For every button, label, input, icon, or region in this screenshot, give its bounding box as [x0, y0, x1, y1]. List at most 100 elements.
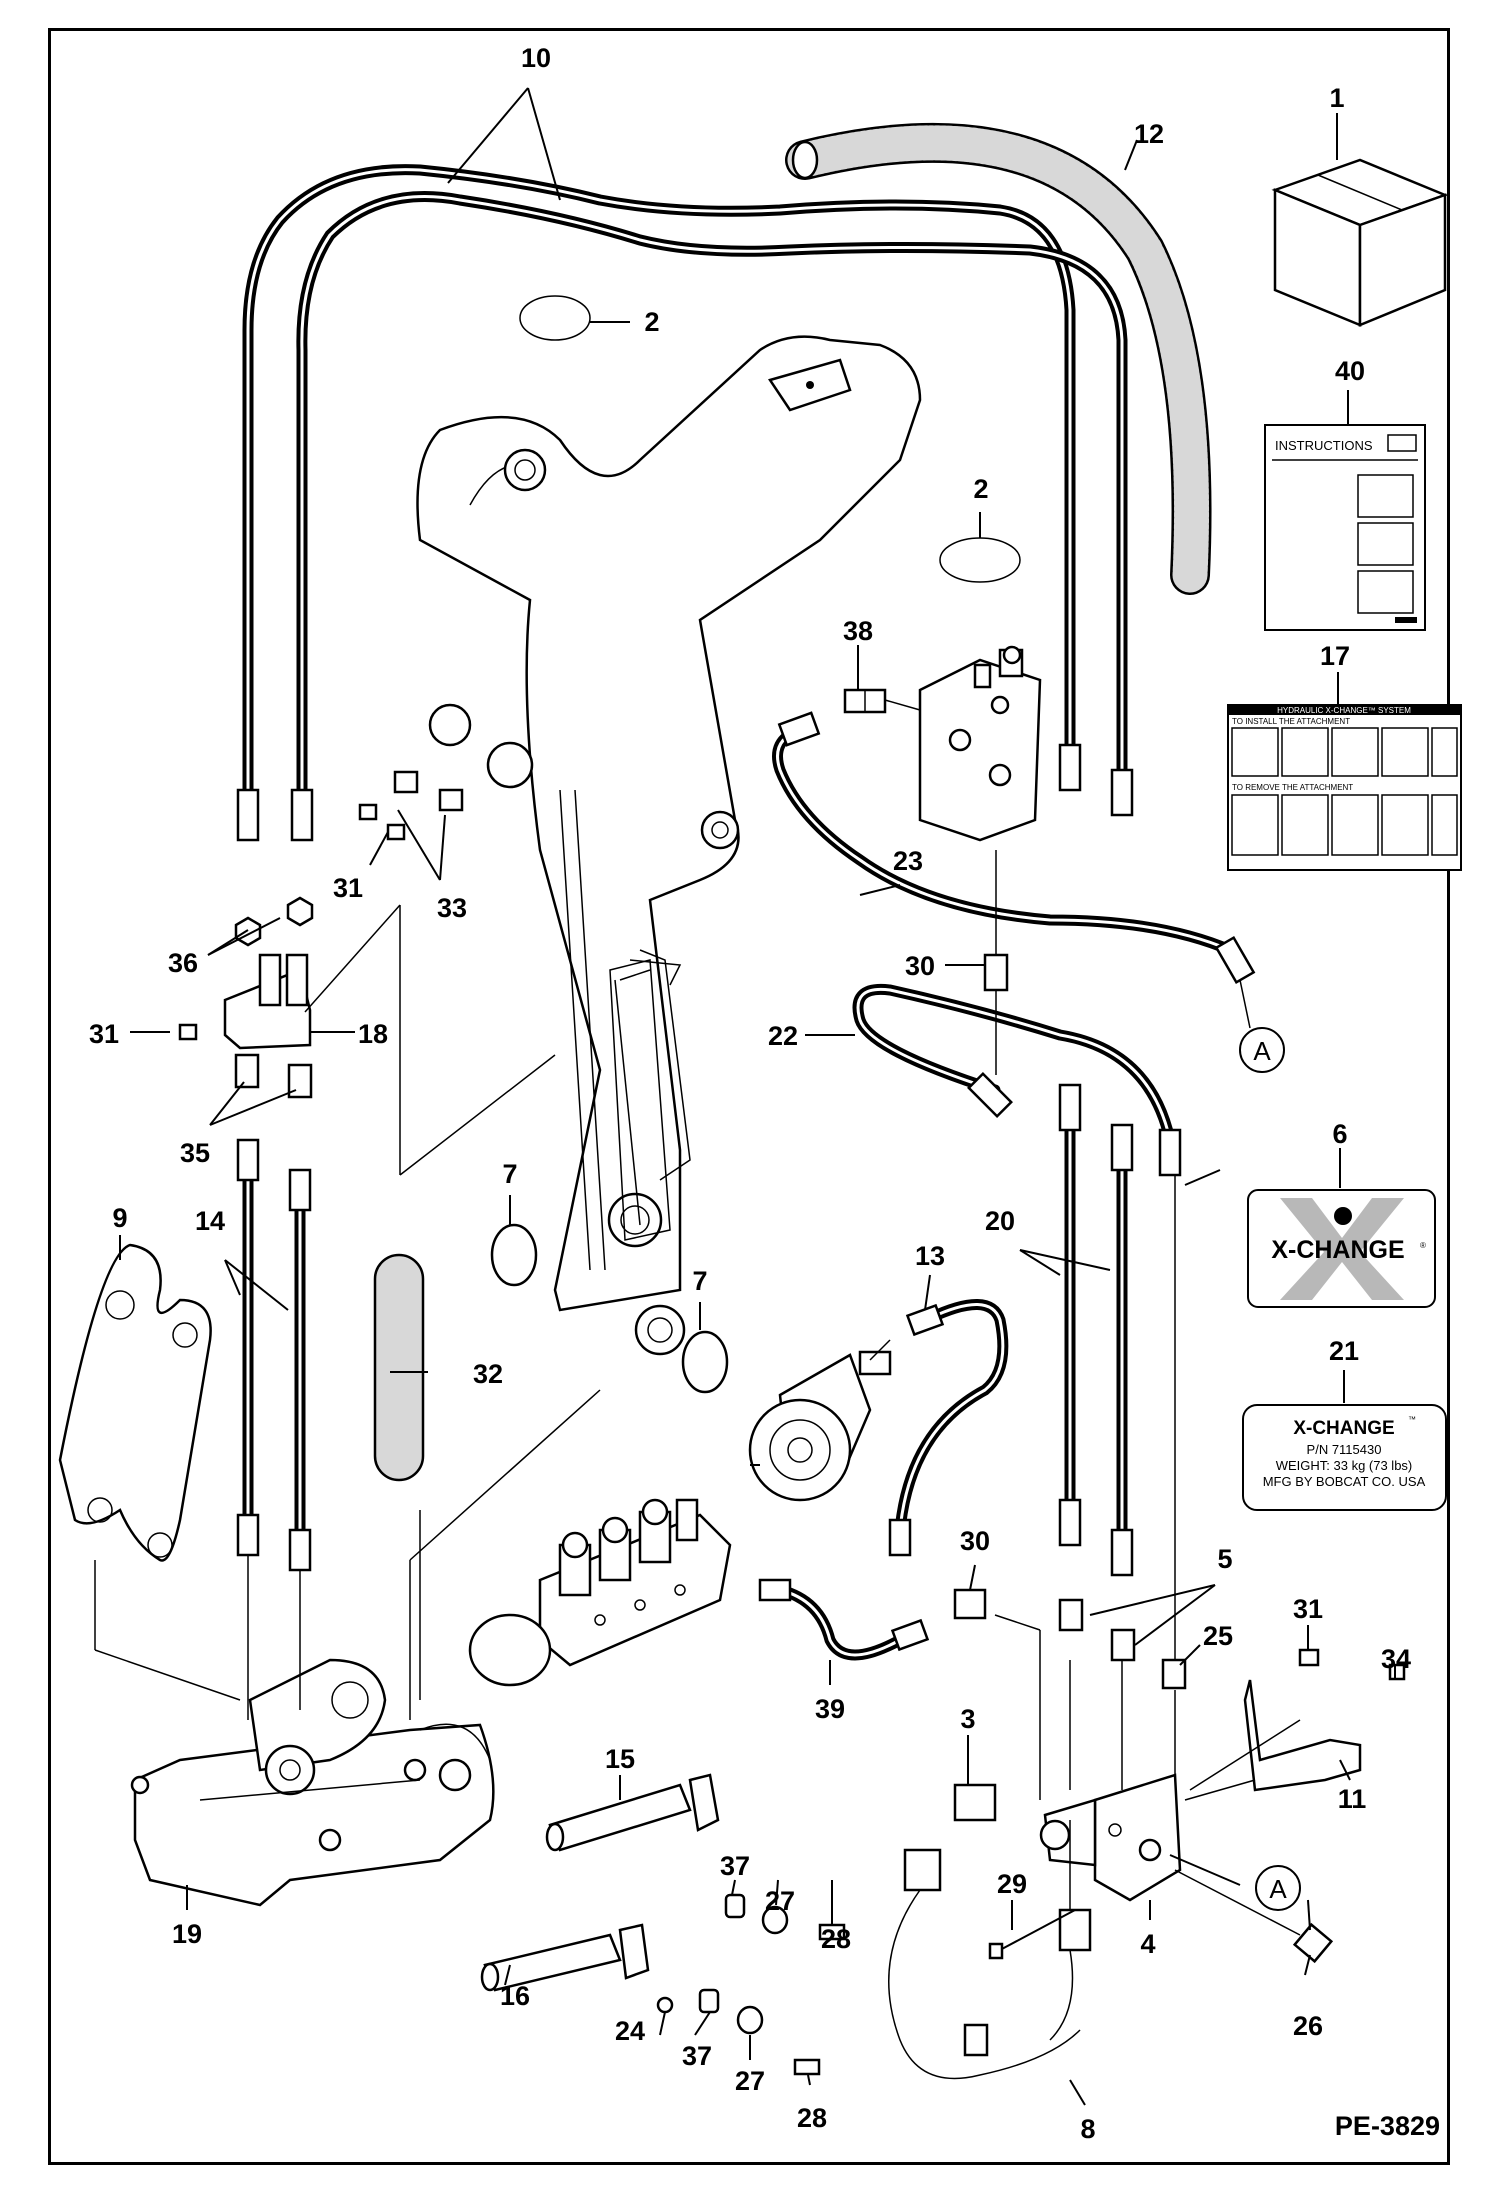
callout-27-upper: 27 — [765, 1886, 795, 1916]
callout-39: 39 — [815, 1694, 845, 1724]
callout-21: 21 — [1329, 1336, 1359, 1366]
callout-37-lower: 37 — [682, 2041, 712, 2071]
callout-25: 25 — [1203, 1621, 1233, 1651]
decal-install-heading: TO INSTALL THE ATTACHMENT — [1232, 717, 1350, 726]
callout-4: 4 — [1140, 1929, 1155, 1959]
hose-23 — [772, 711, 1256, 985]
callout-27-lower: 27 — [735, 2066, 765, 2096]
instructions-title: INSTRUCTIONS — [1275, 438, 1373, 453]
nameplate-tm: ™ — [1408, 1415, 1416, 1424]
solenoid-manifold — [468, 1498, 732, 1687]
sleeve-32 — [373, 1253, 425, 1482]
callout-18: 18 — [358, 1019, 388, 1049]
diverter-valve-4 — [1039, 1773, 1182, 1902]
pins-15-16 — [480, 1773, 846, 2076]
nameplate-manufacturer: MFG BY BOBCAT CO. USA — [1263, 1474, 1426, 1489]
nameplate: X-CHANGE ™ P/N 7115430 WEIGHT: 33 kg (73… — [1242, 1404, 1447, 1511]
hydraulic-motor-13 — [748, 1350, 892, 1502]
callout-6: 6 — [1332, 1119, 1347, 1149]
callout-26: 26 — [1293, 2011, 1323, 2041]
callout-37-upper: 37 — [720, 1851, 750, 1881]
callout-2-lower: 2 — [973, 474, 988, 504]
instructions-card: INSTRUCTIONS — [1264, 424, 1426, 631]
callout-34: 34 — [1381, 1644, 1411, 1674]
callout-23: 23 — [893, 846, 923, 876]
diagram-code: PE-3829 — [1335, 2111, 1440, 2141]
callout-22: 22 — [768, 1021, 798, 1051]
callout-35: 35 — [180, 1138, 210, 1168]
o-rings-7 — [490, 1223, 729, 1394]
wiring-harness-8 — [888, 1783, 1092, 2080]
callout-31-c: 31 — [1293, 1594, 1323, 1624]
callout-7-left: 7 — [502, 1159, 517, 1189]
coupler-19 — [130, 1658, 495, 1907]
leader-lines — [94, 87, 1396, 2106]
bracket-11 — [1243, 1648, 1406, 1792]
xchange-decal: X-CHANGE ® — [1247, 1189, 1436, 1308]
callout-1: 1 — [1329, 83, 1344, 113]
callout-40: 40 — [1335, 356, 1365, 386]
diagram-border — [48, 28, 1450, 2165]
diverter-valve-upper — [918, 645, 1042, 842]
callout-38: 38 — [843, 616, 873, 646]
callout-numbers: 10 12 1 2 40 2 38 17 23 31 33 36 30 31 1… — [89, 43, 1411, 2144]
callout-17: 17 — [1320, 641, 1350, 671]
system-decal: HYDRAULIC X-CHANGE™ SYSTEM TO INSTALL TH… — [1227, 704, 1462, 871]
callout-16: 16 — [500, 1981, 530, 2011]
hose-39 — [758, 1578, 930, 1661]
adapters-5 — [1058, 1598, 1187, 1690]
hose-22 — [852, 983, 1182, 1177]
decal-remove-heading: TO REMOVE THE ATTACHMENT — [1232, 783, 1353, 792]
callout-8: 8 — [1080, 2114, 1095, 2144]
callout-20: 20 — [985, 1206, 1015, 1236]
callout-5: 5 — [1217, 1544, 1232, 1574]
xchange-mark: ® — [1420, 1241, 1426, 1250]
callout-32: 32 — [473, 1359, 503, 1389]
callout-12: 12 — [1134, 119, 1164, 149]
callout-15: 15 — [605, 1744, 635, 1774]
callout-33: 33 — [437, 893, 467, 923]
callout-30-lower: 30 — [960, 1526, 990, 1556]
hose-13 — [869, 1299, 1009, 1557]
fitting-38 — [843, 688, 921, 714]
callout-10: 10 — [521, 43, 551, 73]
callout-29: 29 — [997, 1869, 1027, 1899]
decal-system-title: HYDRAULIC X-CHANGE™ SYSTEM — [1277, 706, 1411, 715]
callout-28-lower: 28 — [797, 2103, 827, 2133]
callout-19: 19 — [172, 1919, 202, 1949]
box-icon — [1271, 158, 1449, 327]
callout-31-a: 31 — [333, 873, 363, 903]
fitting-26 — [1292, 1922, 1334, 1964]
callout-3: 3 — [960, 1704, 975, 1734]
hoses-20 — [1058, 1083, 1134, 1577]
protective-sleeve-12 — [785, 122, 1212, 595]
callout-24: 24 — [615, 2016, 645, 2046]
nameplate-weight: WEIGHT: 33 kg (73 lbs) — [1276, 1458, 1413, 1473]
callout-30-upper: 30 — [905, 951, 935, 981]
hose-pair-10 — [236, 164, 1134, 842]
callout-9: 9 — [112, 1203, 127, 1233]
fitting-30-upper — [983, 850, 1009, 992]
hoses-14 — [236, 1138, 312, 1572]
callout-11: 11 — [1338, 1784, 1367, 1814]
connector-a-label-2: A — [1269, 1874, 1287, 1904]
callout-7-right: 7 — [692, 1266, 707, 1296]
link-9 — [58, 1243, 212, 1562]
nameplate-part-number: P/N 7115430 — [1307, 1442, 1382, 1457]
nameplate-title: X-CHANGE — [1293, 1418, 1394, 1439]
fitting-30-lower — [953, 1588, 987, 1620]
callout-2-upper: 2 — [644, 307, 659, 337]
callout-31-b: 31 — [89, 1019, 119, 1049]
connector-a-markers: A A — [1239, 979, 1301, 1911]
clamps-33 — [178, 770, 464, 1041]
callout-13: 13 — [915, 1241, 945, 1271]
bracket-18 — [223, 896, 314, 1099]
excavator-arm — [416, 335, 922, 1356]
bolt-29 — [988, 1909, 1076, 1960]
callout-14: 14 — [195, 1206, 225, 1236]
callout-36: 36 — [168, 948, 198, 978]
callout-28-upper: 28 — [821, 1924, 851, 1954]
connector-a-label-1: A — [1253, 1036, 1271, 1066]
xchange-brand: X-CHANGE — [1271, 1236, 1404, 1264]
